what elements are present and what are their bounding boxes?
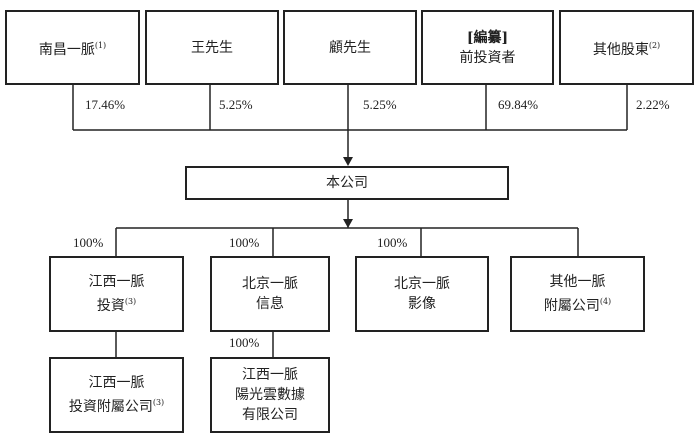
subsidiary-box: 北京一脈影像 [355, 256, 489, 332]
ownership-pct: 17.46% [85, 97, 126, 112]
shareholder-box: 其他股東(2) [559, 10, 694, 85]
sub-subsidiary-box: 江西一脈投資附屬公司(3) [49, 357, 184, 433]
ownership-pct: 69.84% [498, 97, 539, 112]
shareholder-box: 王先生 [145, 10, 279, 85]
arrow-head [343, 219, 353, 228]
shareholder-box: 顧先生 [283, 10, 417, 85]
sub-subsidiary-box: 江西一脈陽光雲數據有限公司 [210, 357, 330, 433]
ownership-pct: 100% [377, 235, 408, 250]
shareholder-box: 南昌一脈(1) [5, 10, 140, 85]
ownership-pct: 100% [73, 235, 104, 250]
ownership-pct: 100% [229, 235, 260, 250]
ownership-pct: 5.25% [219, 97, 253, 112]
arrow-head [343, 157, 353, 166]
ownership-pct: 2.22% [636, 97, 670, 112]
subsidiary-box: 江西一脈投資(3) [49, 256, 184, 332]
ownership-pct: 5.25% [363, 97, 397, 112]
subsidiary-box: 其他一脈附屬公司(4) [510, 256, 645, 332]
company-box: 本公司 [185, 166, 509, 200]
ownership-pct: 100% [229, 335, 260, 350]
subsidiary-box: 北京一脈信息 [210, 256, 330, 332]
shareholder-box: [編纂]前投資者 [421, 10, 554, 85]
